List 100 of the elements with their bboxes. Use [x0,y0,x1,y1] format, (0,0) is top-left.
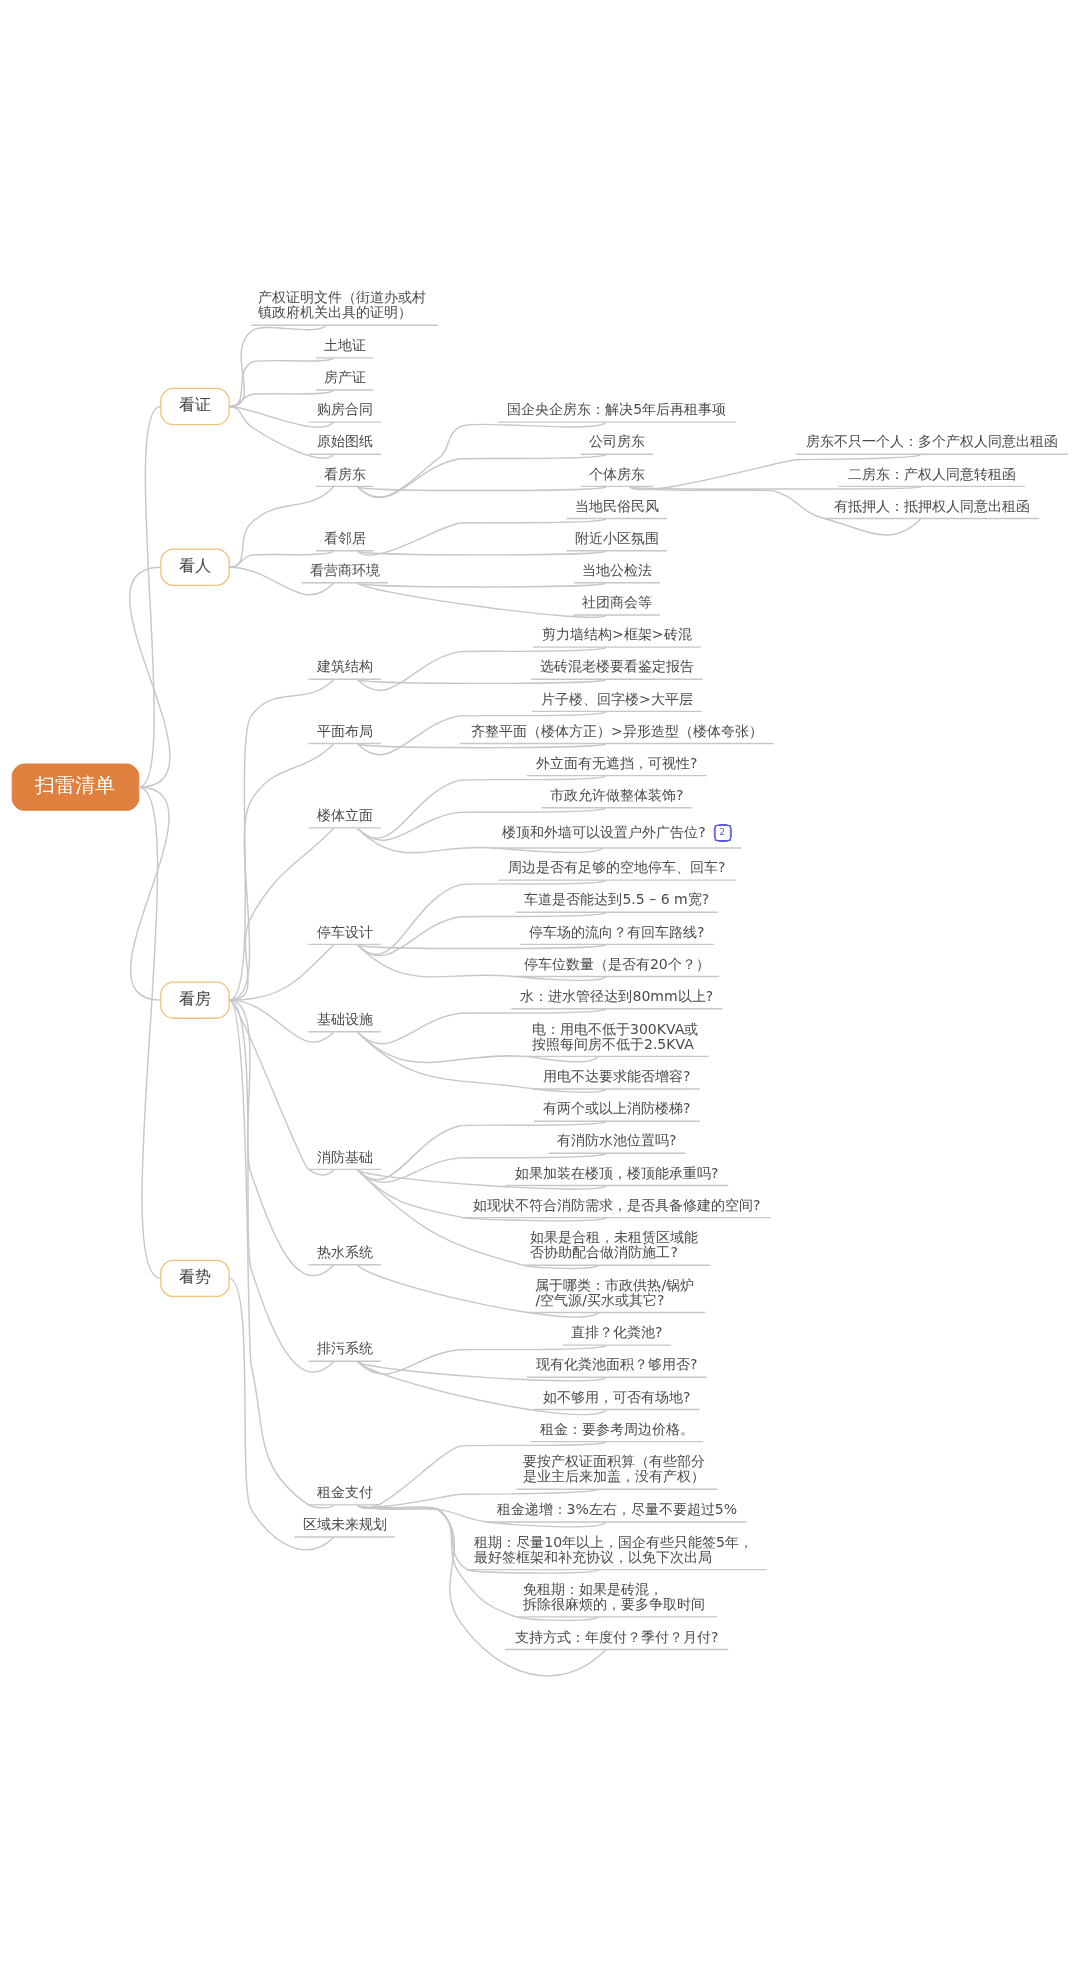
connector [357,646,607,692]
node-text: 外立面有无遮挡，可视性? [536,754,698,771]
connector [357,1361,607,1416]
node-text: 热水系统 [316,1243,373,1260]
node-text: 楼顶和外墙可以设置户外广告位? 2 [502,823,726,840]
node-text: 停车设计 [316,923,373,940]
node-text: 个体房东 [588,465,645,482]
node-text: 产权证明文件（街道办或村镇政府机关出具的证明） [258,289,427,321]
connector [357,711,607,756]
connector [357,582,607,588]
connector [629,486,922,536]
connector [357,879,607,956]
node-text: 要按产权证面积算（有些部分是业主后来加盖，没有产权） [523,1453,706,1485]
node-text: 水：进水管径达到80mm以上? [520,987,714,1004]
connector [357,550,607,556]
node-text: 停车位数量（是否有20个？） [523,955,710,972]
node-text: 看营商环境 [309,561,380,578]
node-text: 停车场的流向？有回车路线? [529,923,705,940]
node-text: 社团商会等 [581,594,652,611]
node-text: 排污系统 [316,1340,373,1357]
node-text: 二房东：产权人同意转租函 [847,465,1016,482]
node-text: 当地民俗民风 [574,497,659,514]
connector [357,1031,607,1093]
node-text: 用电不达要求能否增容? [543,1068,691,1085]
node-text: 免租期：如果是砖混，拆除很麻烦的，要多争取时间 [523,1580,706,1613]
connector [357,518,607,556]
node-box: 看人 [160,548,230,586]
connector [357,454,607,499]
connector [357,912,607,957]
node-text: 有抵押人：抵押权人同意出租函 [833,497,1030,514]
node-text: 直排？化粪池? [571,1324,663,1341]
node-text: 房产证 [323,369,366,386]
node-text: 周边是否有足够的空地停车、回车? [508,859,726,876]
connector [228,679,335,1001]
node-text: 有消防水池位置吗? [557,1132,677,1149]
node-text: 平面布局 [316,722,373,739]
connector [357,1504,607,1677]
connector [357,582,607,618]
node-text: 消防基础 [316,1148,373,1165]
connector [629,454,922,491]
connector [228,566,335,596]
connector [357,944,607,982]
node-text: 看邻居 [323,529,366,546]
connector [357,486,607,492]
connector [357,421,607,498]
node-text: 租金递增：3%左右，尽量不要超过5% [496,1501,738,1518]
node-box: 看势 [160,1259,230,1298]
connector [129,786,170,1001]
node-text: 建筑结构 [316,658,373,675]
node-text: 国企央企房东：解决5年后再租事项 [507,401,727,418]
connector [228,1277,335,1551]
node-text: 选砖混老楼要看鉴定报告 [539,658,694,675]
node-box: 看房 [160,981,230,1019]
node-text: 公司房东 [588,433,645,450]
connector [357,944,607,950]
connector [357,1169,607,1190]
node-text: 如果加装在楼顶，楼顶能承重吗? [515,1164,719,1181]
node-text: 如果是合租，未租赁区域能否协助配合做消防施工? [530,1229,699,1261]
node-text: 看房东 [323,465,366,482]
node-text: 如不够用，可否有场地? [543,1388,691,1405]
node-text: 齐整平面（楼体方正）>异形造型（楼体夸张） [470,722,763,739]
node-text: 租金支付 [316,1484,373,1501]
node-text: 如现状不符合消防需求，是否具备修建的空间? [473,1196,761,1213]
connector [357,1344,607,1375]
node-text: 市政允许做整体装饰? [550,786,684,803]
node-text: 有两个或以上消防楼梯? [543,1100,691,1117]
node-text: 租期：尽量10年以上，国企有些只能签5年，最好签框架和补充协议，以免下次出局 [474,1533,754,1565]
node-text: 区域未来规划 [302,1516,387,1533]
node-text: 楼体立面 [316,807,373,824]
connector [138,786,162,1280]
node-text: 购房合同 [316,401,373,418]
connector [357,1264,600,1318]
node-text: 属于哪类：市政供热/锅炉/空气源/买水或其它? [535,1276,695,1308]
node-text: 附近小区氛围 [574,529,659,546]
node-text: 片子楼、回字楼>大平层 [540,690,693,707]
node-text: 房东不只一个人：多个产权人同意出租函 [805,433,1058,450]
connector [228,550,335,568]
connector [228,999,335,1373]
node-text: 土地证 [323,336,366,353]
node-box: 看证 [160,387,230,426]
node-text: 租金：要参考周边价格。 [539,1420,694,1437]
connector [357,827,603,854]
node-text: 支持方式：年度付？季付？月付? [515,1628,719,1645]
connector [129,566,171,788]
node-text: 电：用电不低于300KVA或按照每间房不低于2.5KVA [531,1020,699,1052]
node-text: 当地公检法 [581,561,652,578]
connector [228,405,335,459]
connector [357,1169,607,1222]
connector [357,679,607,685]
connector [357,743,607,749]
node-text: 车道是否能达到5.5 – 6 m宽? [524,891,710,908]
node-text: 剪力墙结构>框架>砖混 [542,626,692,643]
node-text: 现有化粪池面积？够用否? [536,1356,698,1373]
connector [357,1441,607,1509]
node-box: 扫雷清单 [11,763,140,811]
node-text: 原始图纸 [316,433,373,450]
connector [228,486,335,568]
node-text: 基础设施 [316,1010,373,1027]
connector [228,999,335,1509]
connector [357,1169,600,1270]
